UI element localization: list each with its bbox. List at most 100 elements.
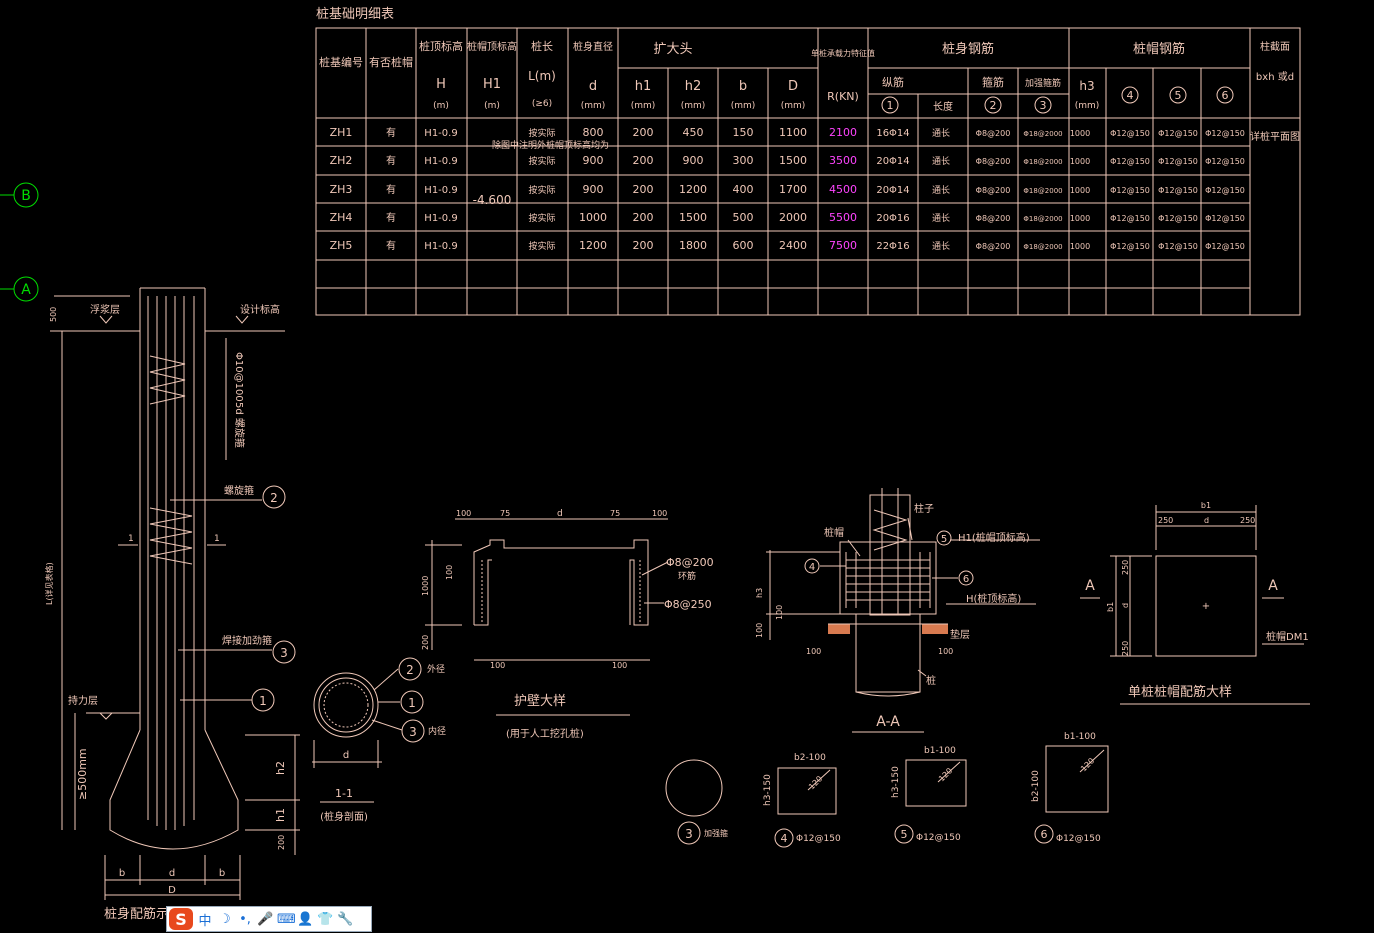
detail-4-top: b2-100 (794, 753, 826, 763)
section-11-title: 1-1 (335, 787, 353, 800)
aa-callout-6 (958, 570, 974, 586)
cell-ring: Φ18@2000 (1023, 158, 1062, 166)
cell-id: ZH3 (330, 183, 353, 196)
aa-title: A-A (876, 714, 900, 730)
cell-r: 3500 (829, 154, 857, 167)
cell-D: 1100 (779, 126, 807, 139)
hdr-h2: h2 (685, 79, 702, 94)
aa-dim-100-c: 100 (806, 647, 821, 656)
cell-r4: Φ12@150 (1110, 242, 1150, 251)
sogou-logo-icon[interactable]: S (169, 908, 193, 930)
svg-text:6: 6 (963, 574, 969, 585)
tools-wrench-icon[interactable]: 🔧 (337, 911, 354, 927)
hdr-stirrup: 箍筋 (982, 75, 1004, 89)
svg-text:6: 6 (1041, 828, 1048, 841)
wall-detail-subtitle: (用于人工挖孔桩) (506, 727, 584, 740)
section-11-subtitle: (桩身剖面) (320, 810, 368, 823)
cell-blen: 通长 (932, 240, 950, 252)
hdr-shaft-dia: 桩身直径 (573, 40, 613, 53)
hdr-pile-len-note: (≥6) (532, 99, 552, 109)
aa-h1-label: H1(桩帽顶标高) (958, 531, 1030, 544)
axis-markers: B A (0, 182, 39, 302)
aa-cushion-label: 垫层 (950, 628, 970, 641)
punctuation-icon[interactable]: •, (239, 911, 251, 927)
callout-3 (272, 640, 296, 664)
detail-6-marker (1034, 824, 1054, 844)
cell-blen: 通长 (932, 184, 950, 196)
hdr-c4: 4 (1127, 89, 1134, 102)
callout-1-text: 1 (259, 694, 267, 708)
hdr-c1: 1 (887, 99, 894, 112)
cell-len: 按实际 (528, 155, 555, 167)
aa-cap-label: 桩帽 (824, 526, 844, 539)
cell-h3: 1000 (1070, 214, 1090, 223)
cell-h2: 1800 (679, 239, 707, 252)
svg-text:1: 1 (408, 696, 416, 710)
chinese-mode-button[interactable]: 中 (198, 913, 212, 929)
dim-200: 200 (277, 835, 286, 850)
fill-layer-label: 浮浆层 (90, 303, 120, 316)
hdr-long-bar: 纵筋 (882, 75, 904, 89)
detail-5-side: h3-150 (891, 766, 901, 798)
detail-4-side: h3-150 (763, 774, 773, 806)
aa-callout-5 (936, 530, 952, 546)
hdr-D: D (788, 79, 798, 94)
cap-dim-b1-top: b1 (1201, 501, 1211, 510)
cell-blen: 通长 (932, 155, 950, 167)
cell-st: Φ8@200 (976, 242, 1011, 251)
detail-6-box (1045, 745, 1109, 813)
dim-d: d (169, 868, 175, 879)
cell-bar: 20Φ14 (876, 156, 909, 167)
bell-depth-label: ≥500mm (76, 748, 89, 800)
hdr-pile-len: 桩长 (531, 39, 553, 53)
ime-toolbar[interactable]: S 中 ☽ •, 🎤 ⌨ 👤 👕 🔧 (166, 906, 372, 932)
skin-shirt-icon[interactable]: 👕 (317, 911, 334, 927)
cell-r4: Φ12@150 (1110, 214, 1150, 223)
hdr-capacity-sym: R(KN) (827, 90, 859, 103)
hdr-top-elev-unit: (m) (433, 101, 449, 111)
axis-b-bubble (13, 182, 39, 208)
cell-st: Φ8@200 (976, 129, 1011, 138)
cell-h1: 200 (633, 126, 654, 139)
cell-r6: Φ12@150 (1205, 214, 1245, 223)
cell-h1: 200 (633, 211, 654, 224)
wall-dim-200: 200 (421, 635, 430, 650)
hdr-pile-len-sym: L(m) (528, 69, 556, 83)
cell-h3: 1000 (1070, 186, 1090, 195)
cell-cap: 有 (386, 126, 396, 139)
user-icon[interactable]: 👤 (297, 911, 314, 927)
keyboard-icon[interactable]: ⌨ (277, 911, 296, 927)
detail-6-bar: Φ12@150 (1056, 834, 1101, 844)
cell-cap: 有 (386, 183, 396, 196)
detail-4-bar: Φ12@150 (796, 834, 841, 844)
half-width-moon-icon[interactable]: ☽ (219, 911, 231, 927)
axis-a-bubble (13, 276, 39, 302)
aa-callout-4 (804, 558, 820, 574)
cap-plan-title: 单桩桩帽配筋大样 (1128, 684, 1232, 700)
svg-text:3: 3 (685, 827, 693, 841)
aa-column-label: 柱子 (914, 502, 934, 515)
cell-r5: Φ12@150 (1158, 186, 1198, 195)
cell-h3: 1000 (1070, 242, 1090, 251)
rebar-3-marker (1034, 96, 1052, 114)
cell-r4: Φ12@150 (1110, 186, 1150, 195)
wall-bar-2: Φ8@250 (664, 598, 712, 611)
wall-detail-title: 护壁大样 (514, 694, 566, 709)
cell-blen: 通长 (932, 127, 950, 139)
cap-elev-value: -4.600 (473, 193, 512, 207)
wall-dim-1000: 1000 (421, 576, 430, 596)
section-1-1: 2 外径 1 3 内径 d 1-1 (桩身剖面) (312, 657, 446, 823)
cell-b: 150 (733, 126, 754, 139)
cell-d: 900 (583, 154, 604, 167)
cell-r: 5500 (829, 211, 857, 224)
microphone-icon[interactable]: 🎤 (257, 911, 274, 927)
cell-ring: Φ18@2000 (1023, 215, 1062, 223)
cell-r: 2100 (829, 126, 857, 139)
cell-d: 1000 (579, 211, 607, 224)
aa-dim-100-b: 100 (755, 623, 764, 638)
rebar-1-marker (881, 96, 899, 114)
cap-cut-a-right: A (1268, 578, 1278, 594)
svg-text:120: 120 (807, 774, 824, 791)
